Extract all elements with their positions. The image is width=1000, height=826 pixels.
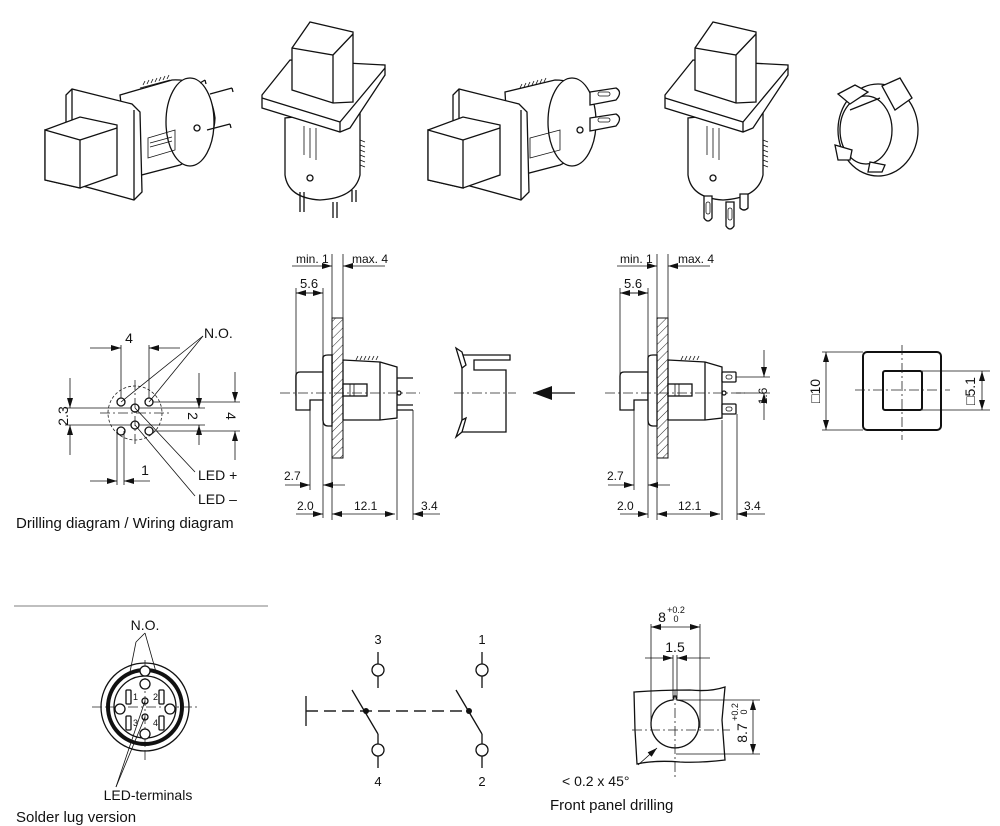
- lug-4: [158, 715, 165, 731]
- hole-4: [144, 426, 154, 436]
- dim-right-2: 2: [185, 412, 201, 420]
- lugs-dim-2-0: 2.0: [617, 499, 634, 513]
- terminal-3: 3: [374, 632, 381, 647]
- side-view-pins: [280, 254, 440, 520]
- switch-circuit-symbol: [305, 652, 489, 768]
- lug-label-3: 3: [133, 718, 138, 728]
- lugs-dim-12-1: 12.1: [678, 499, 702, 513]
- product-view-lugs-side: Switch with solder lugs, side view: [427, 77, 621, 201]
- panel-dim-8: 8: [658, 609, 666, 625]
- panel-dim-8-7-tol-plus: +0.2: [730, 703, 740, 721]
- terminal-2: 2: [478, 774, 485, 789]
- assembly-arrow-icon: [533, 386, 575, 400]
- label-led-terminals: LED-terminals: [104, 787, 193, 803]
- panel-chamfer-note: < 0.2 x 45°: [562, 773, 629, 789]
- caption-solder-lug: Solder lug version: [16, 809, 136, 826]
- panel-dim-8-tol-minus: 0: [673, 614, 678, 624]
- pins-dim-min-1: min. 1: [296, 252, 329, 266]
- product-view-pins-top: Switch with pins, top view: [261, 21, 386, 218]
- product-view-lugs-top: Switch with solder lugs, top view: [664, 21, 789, 230]
- lug-3: [125, 715, 132, 731]
- lugs-dim-2-7: 2.7: [607, 469, 624, 483]
- panel-dim-8-7-tol-minus: 0: [739, 709, 749, 714]
- panel-dim-1-5: 1.5: [665, 639, 685, 655]
- product-view-pins-side: Switch with pins, side view: [44, 74, 234, 201]
- terminal-1: 1: [478, 632, 485, 647]
- pins-dim-2-7: 2.7: [284, 469, 301, 483]
- pins-dim-5-6: 5.6: [300, 276, 318, 291]
- dim-right-4: 4: [223, 412, 239, 420]
- label-led-plus: LED +: [198, 467, 237, 483]
- lug-label-1: 1: [133, 692, 138, 702]
- clip-side-view: [454, 346, 516, 440]
- pins-dim-max-4: max. 4: [352, 252, 388, 266]
- caption-drilling-wiring: Drilling diagram / Wiring diagram: [16, 515, 234, 532]
- solder-lug-view: [92, 632, 200, 788]
- dim-bottom-1: 1: [141, 462, 149, 478]
- drilling-wiring-diagram: [65, 335, 240, 497]
- lugs-dim-min-1: min. 1: [620, 252, 653, 266]
- front-dim-5-1: □5.1: [962, 377, 978, 405]
- label-led-minus: LED –: [198, 491, 237, 507]
- lug-label-2: 2: [153, 692, 158, 702]
- panel-dim-8-7: 8.7: [734, 723, 750, 743]
- lug-label-4: 4: [153, 718, 158, 728]
- front-dim-10: □10: [807, 379, 823, 403]
- panel-dim-8-tol-plus: +0.2: [667, 605, 685, 615]
- lug-1: [125, 689, 132, 705]
- pins-dim-2-0: 2.0: [297, 499, 314, 513]
- front-panel-drilling: [632, 624, 760, 780]
- caption-front-panel-drilling: Front panel drilling: [550, 797, 673, 814]
- product-view-mounting-clip: Mounting clip: [834, 77, 919, 177]
- side-view-lugs: [605, 254, 770, 520]
- lugs-dim-1-6: 1.6: [756, 387, 770, 404]
- lug-2: [158, 689, 165, 705]
- lugs-dim-max-4: max. 4: [678, 252, 714, 266]
- solder-label-no: N.O.: [131, 617, 160, 633]
- lugs-dim-3-4: 3.4: [744, 499, 761, 513]
- label-no: N.O.: [204, 325, 233, 341]
- lugs-dim-5-6: 5.6: [624, 276, 642, 291]
- terminal-4: 4: [374, 774, 381, 789]
- dim-top-4: 4: [125, 330, 133, 346]
- front-view: [822, 345, 990, 440]
- pins-dim-12-1: 12.1: [354, 499, 378, 513]
- dim-left-2-3: 2.3: [55, 406, 71, 426]
- pins-dim-3-4: 3.4: [421, 499, 438, 513]
